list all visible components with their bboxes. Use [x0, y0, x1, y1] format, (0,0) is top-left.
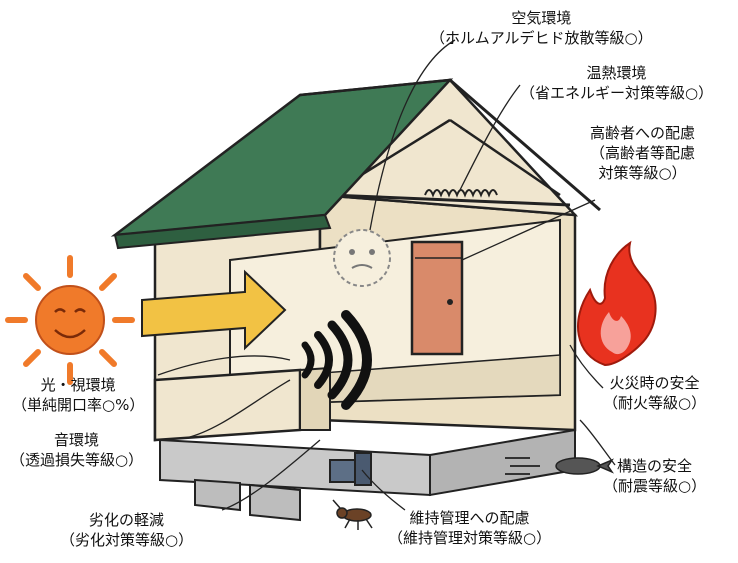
termite-icon — [333, 500, 372, 530]
label-light-environment: 光・視環境 （単純開口率○%） — [12, 375, 144, 415]
label-degradation-reduction: 劣化の軽減 （劣化対策等級○） — [60, 510, 193, 550]
air-cloud-icon — [334, 230, 390, 286]
label-sound-environment: 音環境 （透過損失等級○） — [10, 430, 143, 470]
label-thermal-environment: 温熱環境 （省エネルギー対策等級○） — [520, 63, 713, 103]
label-elderly-consideration: 高齢者への配慮 （高齢者等配慮 対策等級○） — [590, 123, 695, 183]
label-fire-safety: 火災時の安全 （耐火等級○） — [603, 373, 706, 413]
label-air-environment: 空気環境 （ホルムアルデヒド放散等級○） — [430, 8, 653, 48]
door-icon — [412, 242, 462, 354]
label-structural-safety: 構造の安全 （耐震等級○） — [603, 456, 706, 496]
sun-icon — [8, 258, 132, 382]
fire-icon — [578, 243, 656, 365]
label-maintenance-consideration: 維持管理への配慮 （維持管理対策等級○） — [388, 508, 551, 548]
